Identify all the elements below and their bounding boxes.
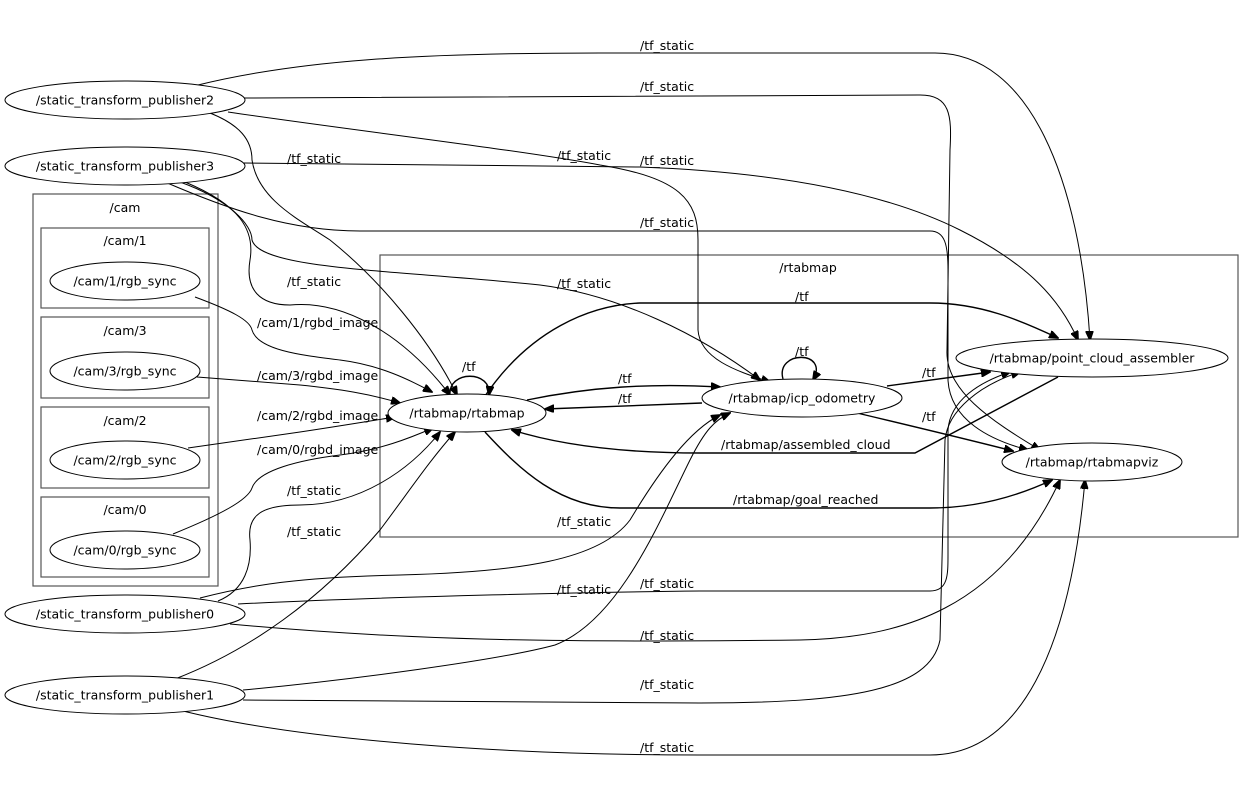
edge-stp1-icp bbox=[242, 413, 730, 691]
edge-label: /tf_static bbox=[640, 677, 694, 692]
edge-label: /tf bbox=[795, 289, 809, 304]
edge-label: /tf_static bbox=[287, 151, 341, 166]
edge-icp-pca bbox=[886, 372, 990, 387]
edge-labels: /tf_static /tf_static /tf_static /tf_sta… bbox=[257, 38, 936, 755]
edge-stp2-rtabmap bbox=[209, 112, 457, 395]
edge-rtabmap-icp bbox=[526, 386, 720, 401]
cluster-cam-0: /cam/0 bbox=[40, 496, 210, 578]
node-label: /rtabmap/rtabmap bbox=[409, 406, 524, 421]
edge-pca-rtabmap bbox=[512, 376, 1059, 454]
edge-label: /tf bbox=[618, 371, 632, 386]
cluster-label: /cam bbox=[110, 200, 141, 215]
edge-icp-viz bbox=[856, 412, 1013, 451]
node-label: /cam/0/rgb_sync bbox=[73, 543, 176, 558]
edge-cam1-rtabmap bbox=[194, 296, 432, 392]
node-label: /cam/3/rgb_sync bbox=[73, 364, 176, 379]
node-rtabmap-icp-odometry[interactable]: /rtabmap/icp_odometry bbox=[701, 378, 903, 418]
node-cam-0-rgb-sync[interactable]: /cam/0/rgb_sync bbox=[49, 530, 201, 570]
edge-label: /rtabmap/goal_reached bbox=[733, 492, 878, 507]
edge-stp1-rtabmap bbox=[174, 432, 455, 680]
edge-label: /tf bbox=[795, 344, 809, 359]
cluster-cam-2: /cam/2 bbox=[40, 406, 210, 489]
cluster-cam-1: /cam/1 bbox=[40, 227, 210, 309]
edge-label: /tf_static bbox=[640, 628, 694, 643]
node-rtabmap-rtabmap[interactable]: /rtabmap/rtabmap bbox=[387, 393, 547, 433]
edge-label: /tf_static bbox=[640, 38, 694, 53]
edge-label: /cam/3/rgbd_image bbox=[257, 368, 379, 383]
edge-label: /tf_static bbox=[557, 514, 611, 529]
cluster-rtabmap: /rtabmap bbox=[379, 254, 1239, 538]
edge-label: /tf_static bbox=[287, 524, 341, 539]
edge-cam0-rtabmap bbox=[172, 428, 433, 535]
node-label: /rtabmap/point_cloud_assembler bbox=[990, 351, 1196, 366]
edge-stp1-viz bbox=[182, 480, 1085, 756]
edge-cam2-rtabmap bbox=[187, 417, 395, 449]
edge-stp3-viz bbox=[164, 181, 1028, 450]
edge-label: /tf bbox=[462, 359, 476, 374]
edge-stp1-pca bbox=[242, 372, 1020, 704]
edge-label: /tf_static bbox=[287, 483, 341, 498]
edge-stp2-icp bbox=[227, 111, 770, 382]
cluster-label: /cam/0 bbox=[103, 502, 146, 517]
edge-label: /tf bbox=[922, 365, 936, 380]
edge-label: /tf_static bbox=[557, 582, 611, 597]
node-rtabmap-point-cloud-assembler[interactable]: /rtabmap/point_cloud_assembler bbox=[955, 338, 1229, 378]
edge-icp-self bbox=[781, 356, 816, 380]
node-cam-3-rgb-sync[interactable]: /cam/3/rgb_sync bbox=[49, 351, 201, 391]
edge-stp0-viz bbox=[229, 480, 1060, 642]
edge-label: /tf_static bbox=[640, 576, 694, 591]
node-label: /cam/1/rgb_sync bbox=[73, 274, 176, 289]
cluster-label: /cam/2 bbox=[103, 413, 146, 428]
node-label: /rtabmap/icp_odometry bbox=[729, 391, 876, 406]
edge-label: /tf_static bbox=[287, 274, 341, 289]
edge-stp0-icp bbox=[199, 415, 720, 599]
edge-label: /tf_static bbox=[640, 79, 694, 94]
edge-label: /tf_static bbox=[640, 740, 694, 755]
edge-stp0-pca bbox=[237, 372, 1010, 605]
node-static-transform-publisher1[interactable]: /static_transform_publisher1 bbox=[4, 675, 246, 715]
cluster-label: /cam/3 bbox=[103, 323, 146, 338]
node-cam-1-rgb-sync[interactable]: /cam/1/rgb_sync bbox=[49, 261, 201, 301]
edge-label: /cam/2/rgbd_image bbox=[257, 408, 379, 423]
edge-rtabmap-self bbox=[449, 375, 489, 395]
edge-label: /tf_static bbox=[640, 153, 694, 168]
node-label: /rtabmap/rtabmapviz bbox=[1026, 455, 1159, 470]
edge-label: /tf_static bbox=[557, 276, 611, 291]
edge-label: /rtabmap/assembled_cloud bbox=[721, 437, 891, 452]
edge-label: /tf bbox=[618, 391, 632, 406]
node-static-transform-publisher0[interactable]: /static_transform_publisher0 bbox=[4, 594, 246, 634]
cluster-label: /cam/1 bbox=[103, 233, 146, 248]
edge-label: /tf bbox=[922, 409, 936, 424]
cluster-cam-3: /cam/3 bbox=[40, 316, 210, 399]
node-static-transform-publisher3[interactable]: /static_transform_publisher3 bbox=[4, 146, 246, 186]
edge-label: /tf_static bbox=[557, 148, 611, 163]
node-label: /static_transform_publisher1 bbox=[36, 688, 214, 703]
edge-stp3-pca bbox=[243, 162, 1078, 340]
node-cam-2-rgb-sync[interactable]: /cam/2/rgb_sync bbox=[49, 440, 201, 480]
edge-label: /cam/0/rgbd_image bbox=[257, 442, 379, 457]
node-label: /static_transform_publisher0 bbox=[36, 607, 214, 622]
node-label: /cam/2/rgb_sync bbox=[73, 453, 176, 468]
edge-stp2-viz bbox=[243, 94, 1040, 450]
edge-rtabmap-pca bbox=[484, 302, 1058, 397]
cluster-label: /rtabmap bbox=[779, 260, 837, 275]
edge-rtabmap-viz bbox=[484, 431, 1052, 509]
edge-stp3-rtabmap bbox=[184, 181, 450, 395]
edge-icp-rtabmap bbox=[545, 402, 703, 409]
edge-label: /tf_static bbox=[640, 215, 694, 230]
edge-label: /cam/1/rgbd_image bbox=[257, 315, 379, 330]
edge-stp3-icp bbox=[179, 181, 760, 380]
cluster-cam: /cam bbox=[32, 193, 219, 587]
node-rtabmap-rtabmapviz[interactable]: /rtabmap/rtabmapviz bbox=[1001, 442, 1183, 482]
edge-stp2-pca bbox=[197, 52, 1090, 340]
edge-stp0-rtabmap bbox=[217, 432, 440, 602]
node-label: /static_transform_publisher2 bbox=[36, 93, 214, 108]
edge-cam3-rtabmap bbox=[196, 376, 400, 403]
node-static-transform-publisher2[interactable]: /static_transform_publisher2 bbox=[4, 80, 246, 120]
node-label: /static_transform_publisher3 bbox=[36, 159, 214, 174]
